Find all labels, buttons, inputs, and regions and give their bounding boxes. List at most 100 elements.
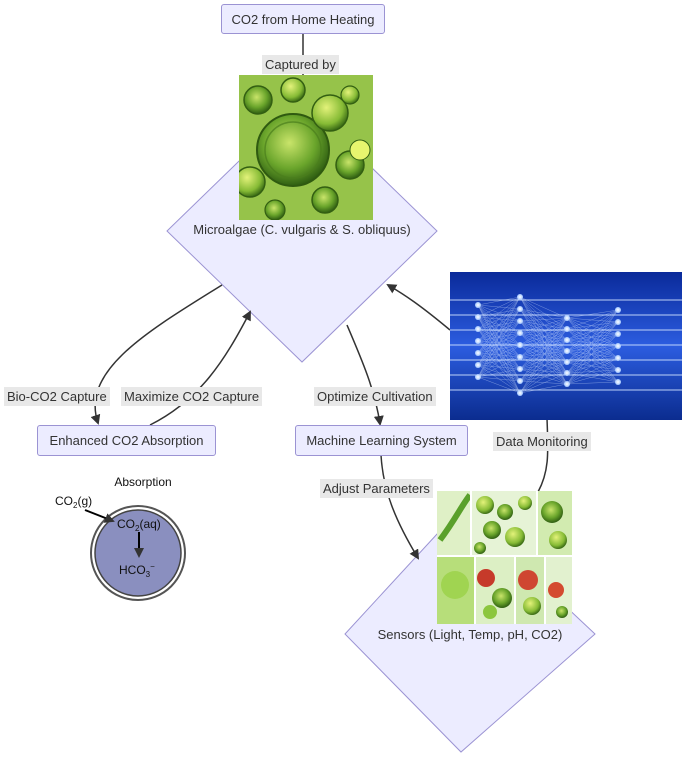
nn-link	[477, 368, 521, 378]
nn-link	[519, 317, 568, 394]
nn-link	[566, 309, 619, 385]
nn-node	[564, 315, 570, 321]
nn-link	[566, 339, 619, 383]
nn-link	[519, 320, 568, 363]
nn-link	[519, 308, 568, 352]
nn-link	[519, 350, 568, 394]
nn-link	[566, 328, 619, 347]
absorption-illustration: Absorption CO2(g) CO2(aq) HCO3−	[55, 475, 186, 601]
nn-link	[566, 328, 619, 371]
nn-link	[519, 317, 568, 334]
nn-link	[566, 309, 619, 341]
sensors-algae-collage	[437, 491, 572, 624]
nn-link	[519, 344, 568, 385]
nn-link	[519, 328, 568, 346]
nn-link	[519, 317, 568, 358]
nn-link	[519, 356, 568, 385]
nn-link	[519, 339, 568, 358]
nn-link	[519, 317, 568, 382]
edge-label-adjust: Adjust Parameters	[320, 479, 433, 498]
absorption-title: Absorption	[114, 475, 171, 489]
nn-link	[566, 309, 619, 330]
nn-link	[566, 321, 619, 363]
node-enhanced-absorption: Enhanced CO2 Absorption	[37, 425, 216, 456]
nn-link	[519, 328, 568, 382]
nn-link	[519, 332, 568, 363]
nn-link	[519, 361, 568, 394]
nn-link	[519, 339, 568, 346]
nn-link	[519, 296, 568, 363]
nn-link	[519, 339, 568, 382]
nn-node	[615, 319, 621, 325]
nn-link	[519, 320, 568, 330]
bicarbonate-label: HCO3−	[119, 562, 155, 579]
nn-link	[477, 376, 521, 394]
nn-node	[517, 330, 523, 336]
nn-link	[519, 344, 568, 352]
edge-label-data-monitoring: Data Monitoring	[493, 432, 591, 451]
nn-node	[615, 379, 621, 385]
nn-link	[519, 368, 568, 385]
edge-label-bio-capture: Bio-CO2 Capture	[4, 387, 110, 406]
nn-node	[564, 337, 570, 343]
nn-node	[517, 318, 523, 324]
nn-node	[475, 350, 481, 356]
nn-link	[519, 296, 568, 374]
nn-node	[564, 359, 570, 365]
nn-link	[566, 345, 619, 352]
nn-node	[517, 378, 523, 384]
nn-link	[519, 308, 568, 319]
node-microalgae-label: Microalgae (C. vulgaris & S. obliquus)	[193, 222, 411, 237]
node-co2-source: CO2 from Home Heating	[221, 4, 385, 34]
nn-link	[566, 345, 619, 363]
nn-link	[566, 350, 619, 371]
nn-node	[475, 338, 481, 344]
nn-link	[566, 357, 619, 363]
nn-node	[475, 302, 481, 308]
nn-node	[475, 326, 481, 332]
nn-link	[519, 328, 568, 334]
nn-link	[566, 317, 619, 335]
node-sensors-label: Sensors (Light, Temp, pH, CO2)	[377, 627, 563, 642]
nn-link	[566, 317, 619, 371]
microalgae-photo	[239, 75, 373, 220]
nn-link	[519, 332, 568, 352]
nn-link	[519, 308, 568, 374]
nn-node	[517, 342, 523, 348]
nn-link	[477, 296, 521, 342]
nn-link	[566, 350, 619, 359]
nn-link	[566, 333, 619, 352]
nn-link	[566, 333, 619, 374]
nn-link	[519, 368, 568, 374]
nn-link	[566, 317, 619, 383]
nn-link	[519, 356, 568, 374]
nn-link	[519, 296, 568, 385]
co2-gas-label: CO2(g)	[55, 494, 92, 510]
nn-link	[519, 296, 568, 341]
nn-link	[566, 372, 619, 383]
nn-node	[475, 362, 481, 368]
nn-link	[566, 321, 619, 352]
nn-link	[519, 308, 568, 385]
nn-node	[564, 370, 570, 376]
nn-link	[519, 344, 568, 374]
nn-link	[519, 328, 568, 358]
neural-network-image	[450, 272, 682, 420]
nn-link	[519, 361, 568, 370]
nn-link	[519, 356, 568, 363]
edge-maximize	[149, 310, 251, 426]
node-machine-learning: Machine Learning System	[295, 425, 468, 456]
nn-node	[517, 354, 523, 360]
nn-link	[566, 357, 619, 385]
nn-node	[475, 314, 481, 320]
nn-link	[519, 383, 568, 394]
nn-link	[566, 321, 619, 341]
nn-link	[566, 328, 619, 335]
nn-node	[564, 348, 570, 354]
nn-link	[566, 309, 619, 363]
nn-link	[519, 308, 568, 341]
nn-node	[615, 331, 621, 337]
nn-link	[566, 357, 619, 374]
nn-link	[519, 320, 568, 385]
nn-link	[477, 296, 521, 378]
